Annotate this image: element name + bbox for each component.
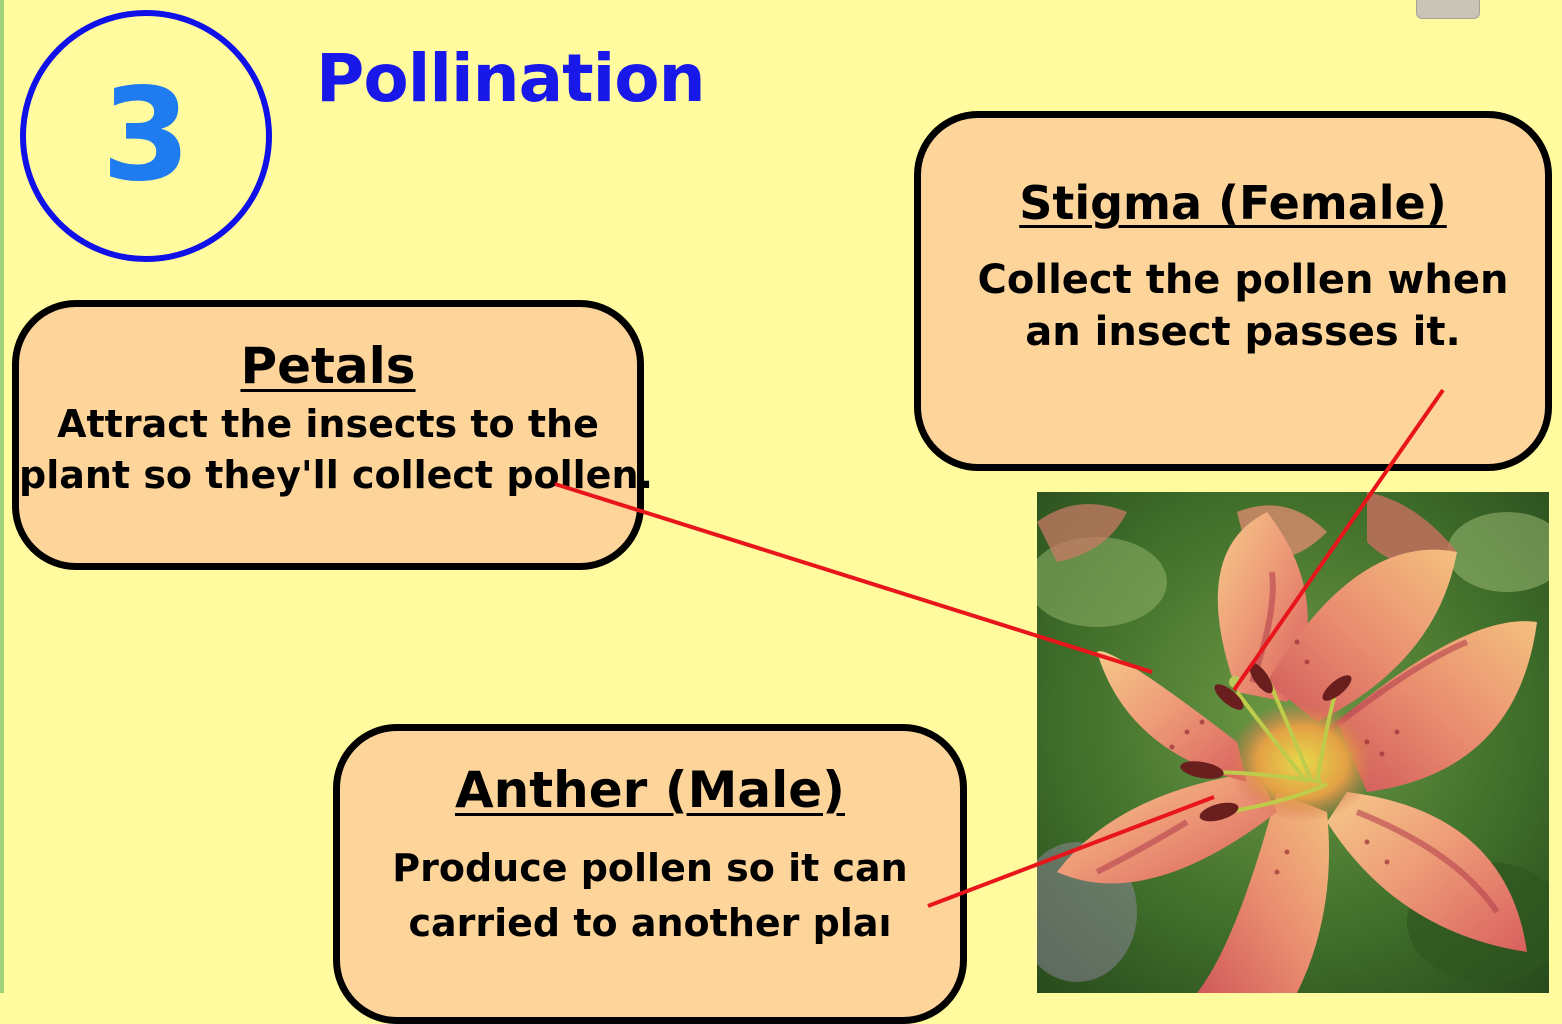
- callout-petals-heading: Petals: [240, 337, 415, 395]
- callout-anther-text: Produce pollen so it can carried to anot…: [340, 841, 960, 951]
- callout-petals-text: Attract the insects to the plant so they…: [19, 399, 637, 502]
- callout-anther: Anther (Male) Produce pollen so it can c…: [333, 724, 967, 1024]
- callout-stigma-text: Collect the pollen when an insect passes…: [921, 254, 1545, 358]
- corner-widget[interactable]: [1416, 0, 1480, 19]
- callout-stigma-heading: Stigma (Female): [1019, 176, 1447, 230]
- callout-stigma-line-2: an insect passes it.: [951, 306, 1535, 358]
- callout-petals-line-1: Attract the insects to the: [19, 399, 637, 450]
- callout-anther-line-1: Produce pollen so it can: [340, 841, 960, 896]
- callout-stigma-line-1: Collect the pollen when: [951, 254, 1535, 306]
- slide-title: Pollination: [316, 40, 705, 117]
- callout-anther-line-2: carried to another plaı: [340, 896, 960, 951]
- step-number: 3: [20, 10, 272, 262]
- lily-flower-photo: [1037, 492, 1549, 993]
- callout-petals-line-2: plant so they'll collect pollen.: [19, 450, 637, 501]
- callout-stigma: Stigma (Female) Collect the pollen when …: [914, 111, 1552, 471]
- callout-anther-heading: Anther (Male): [455, 761, 845, 819]
- callout-petals: Petals Attract the insects to the plant …: [12, 300, 644, 570]
- slide-left-edge: [0, 0, 4, 993]
